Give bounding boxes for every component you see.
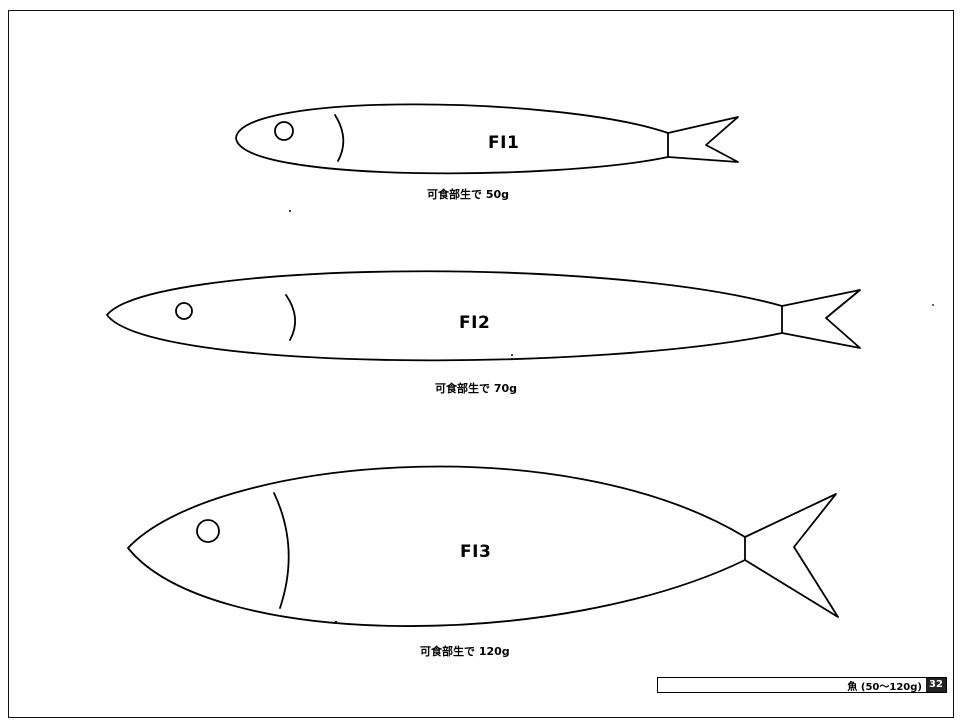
footer-bar: 魚 (50～120g) 32	[657, 677, 947, 693]
fish-1-gill	[335, 115, 343, 161]
fish-2-tail	[782, 290, 860, 348]
fish-2-body	[107, 271, 782, 360]
fish-2-eye	[176, 303, 192, 319]
fish-1-tail	[668, 117, 738, 162]
footer-topic: 魚 (50～120g)	[658, 678, 926, 693]
fish-1-eye	[275, 122, 293, 140]
fish-2-gill	[286, 295, 295, 340]
fish-2-label: FI2	[459, 313, 490, 333]
fish-2-caption: 可食部生で 70g	[435, 380, 517, 396]
fish-3-label: FI3	[460, 542, 491, 562]
fish-1-caption: 可食部生で 50g	[427, 186, 509, 202]
fish-3-caption: 可食部生で 120g	[420, 643, 510, 659]
fish-1-drawing	[236, 104, 738, 173]
fish-3-eye	[197, 520, 219, 542]
fish-3-tail	[745, 494, 838, 617]
fish-1-body	[236, 104, 668, 173]
page-number: 32	[926, 678, 946, 692]
fish-3-gill	[274, 493, 289, 608]
fish-3-body	[128, 467, 745, 627]
fish-1-label: FI1	[488, 133, 519, 153]
